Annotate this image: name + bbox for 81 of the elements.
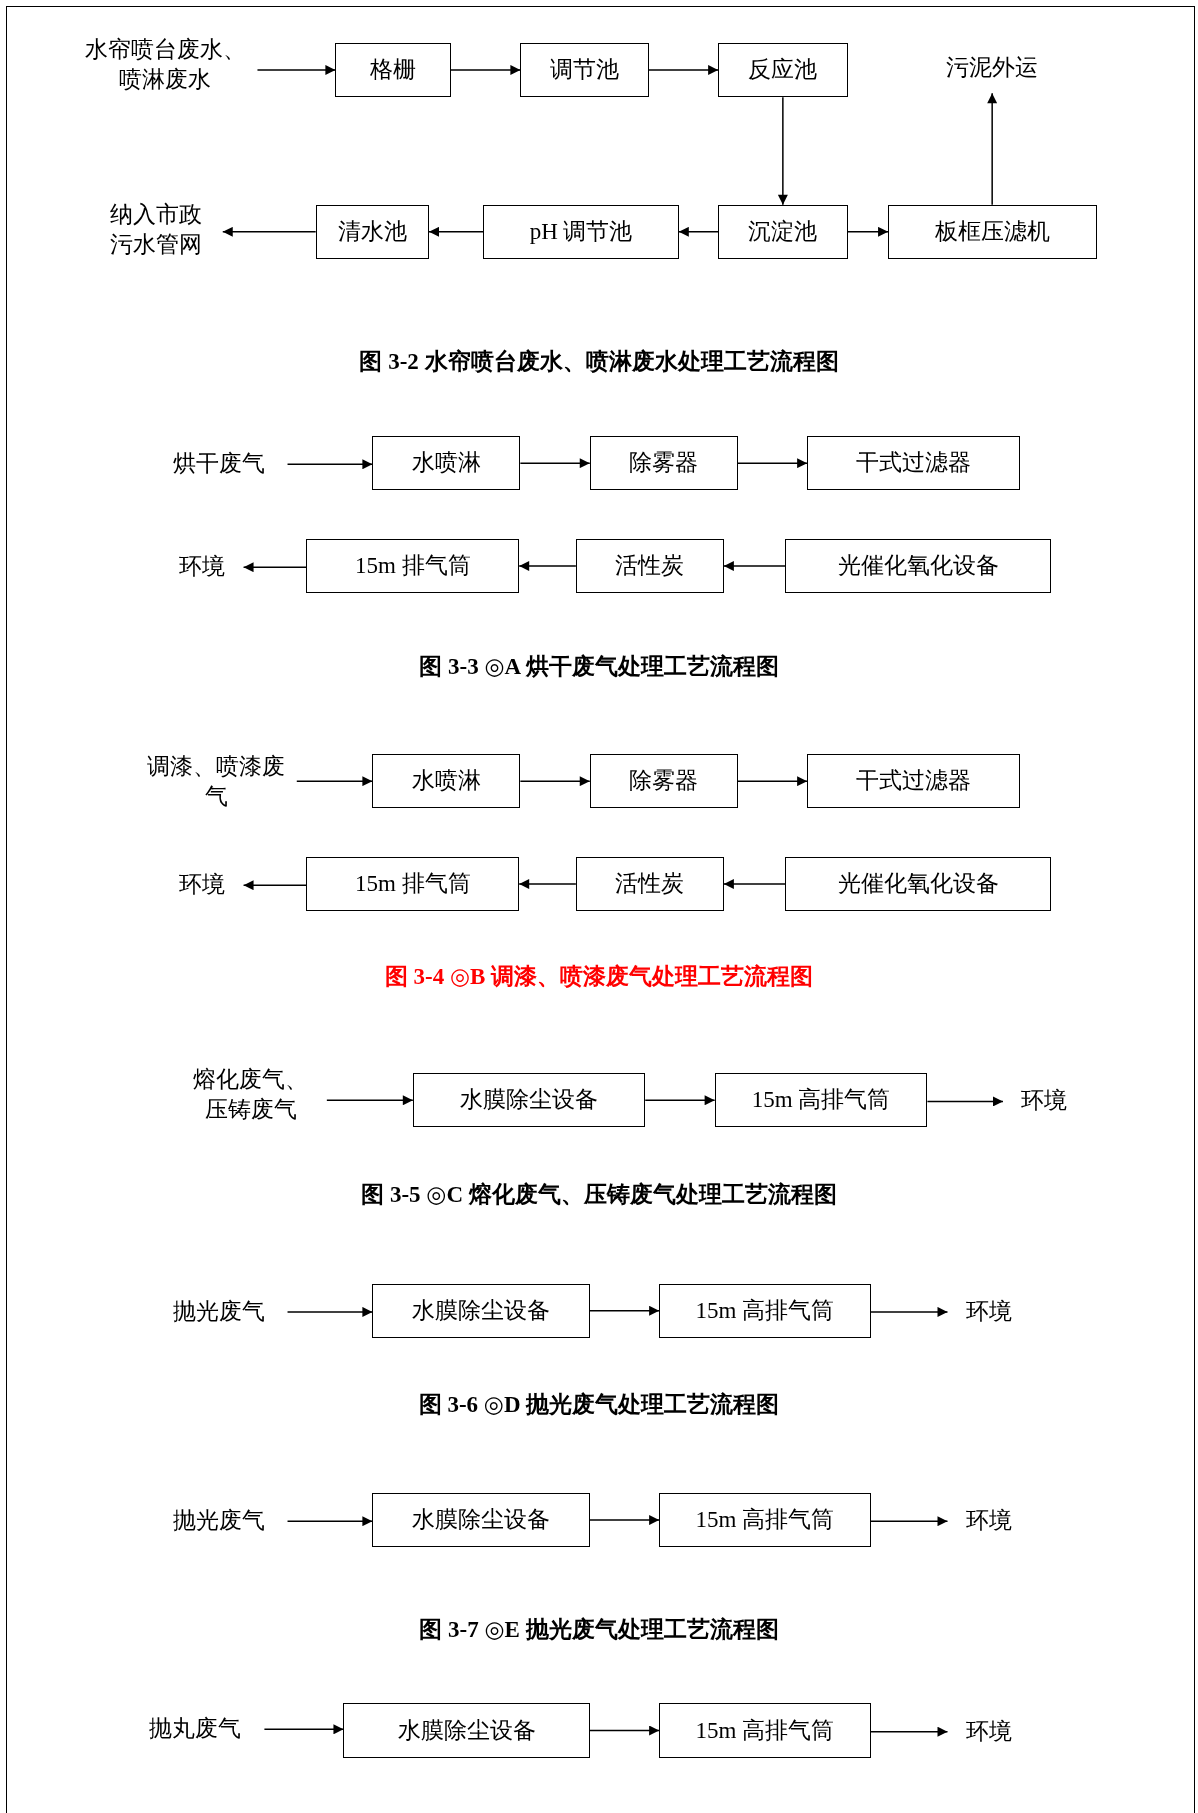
figure-caption: 图 3-5 ◎C 熔化废气、压铸废气处理工艺流程图 [360, 1180, 838, 1209]
arrow [926, 1096, 1004, 1107]
flow-text: 抛丸废气 [136, 1713, 255, 1745]
figure-caption: 图 3-4 ◎B 调漆、喷漆废气处理工艺流程图 [383, 963, 815, 992]
figure-caption: 图 3-6 ◎D 抛光废气处理工艺流程图 [417, 1391, 781, 1419]
process-box: 除雾器 [589, 435, 738, 491]
arrow [737, 776, 808, 787]
process-box: 15m 高排气筒 [659, 1703, 871, 1758]
process-box: 水膜除尘设备 [412, 1073, 646, 1128]
arrow [846, 226, 889, 237]
arrow [286, 1516, 374, 1527]
arrow [723, 879, 786, 890]
process-box: 板框压滤机 [888, 204, 1098, 259]
arrow [519, 776, 591, 787]
process-box: 除雾器 [589, 753, 738, 809]
figure-caption: 图 3-3 ◎A 烘干废气处理工艺流程图 [418, 653, 780, 682]
flow-text: 环境 [171, 869, 234, 901]
flow-text: 调漆、喷漆废气 [145, 749, 287, 816]
arrow [222, 226, 317, 237]
process-box: 水喷淋 [372, 435, 521, 491]
process-box: 反应池 [718, 42, 848, 98]
process-box: 干式过滤器 [807, 753, 1020, 809]
arrow [678, 226, 719, 237]
process-box: 15m 高排气筒 [659, 1492, 871, 1548]
process-box: 格栅 [335, 42, 451, 98]
process-box: 水膜除尘设备 [372, 1283, 590, 1338]
arrow [589, 1515, 660, 1526]
arrow [242, 880, 308, 891]
flow-text: 烘干废气 [159, 448, 278, 480]
arrow [519, 458, 591, 469]
arrow [242, 562, 308, 573]
arrow [518, 561, 577, 572]
process-box: 调节池 [520, 42, 649, 98]
process-box: 15m 排气筒 [306, 538, 520, 594]
arrow [263, 1724, 345, 1735]
process-box: 活性炭 [575, 856, 724, 912]
arrow [723, 561, 786, 572]
flow-text: 污泥外运 [934, 52, 1050, 84]
arrow [644, 1095, 716, 1106]
arrow [737, 458, 808, 469]
flow-text: 环境 [171, 551, 234, 583]
flow-text: 环境 [957, 1505, 1020, 1537]
process-box: 光催化氧化设备 [785, 856, 1052, 912]
arrow [589, 1305, 660, 1316]
process-box: 水膜除尘设备 [372, 1492, 590, 1548]
process-box: 15m 高排气筒 [659, 1283, 871, 1338]
arrow [870, 1516, 949, 1527]
flow-text: 环境 [957, 1296, 1020, 1328]
flow-text: 环境 [957, 1716, 1020, 1748]
arrow [870, 1306, 949, 1317]
process-box: 清水池 [315, 204, 429, 259]
process-box: 水喷淋 [372, 753, 521, 809]
arrow [647, 64, 719, 75]
arrow [987, 92, 998, 206]
flow-text: 熔化废气、压铸废气 [185, 1061, 317, 1129]
process-box: 光催化氧化设备 [785, 538, 1052, 594]
arrow [286, 459, 374, 470]
arrow [296, 776, 374, 787]
arrow [870, 1726, 949, 1737]
process-box: 沉淀池 [718, 204, 848, 259]
flow-text: 纳入市政污水管网 [99, 196, 213, 264]
arrow [450, 64, 522, 75]
flow-text: 抛光废气 [159, 1296, 278, 1328]
process-box: 活性炭 [575, 538, 724, 594]
process-box: 干式过滤器 [807, 435, 1020, 491]
arrow [286, 1306, 374, 1317]
process-box: 水膜除尘设备 [343, 1703, 590, 1758]
arrow [518, 879, 577, 890]
process-box: 15m 高排气筒 [714, 1073, 928, 1128]
process-box: pH 调节池 [483, 204, 679, 259]
arrow [777, 96, 788, 206]
flow-text: 环境 [1012, 1085, 1076, 1118]
figure-caption: 图 3-7 ◎E 抛光废气处理工艺流程图 [418, 1616, 780, 1645]
flow-text: 抛光废气 [159, 1505, 278, 1537]
arrow [589, 1725, 660, 1736]
arrow [428, 226, 485, 237]
arrow [256, 64, 337, 75]
process-box: 15m 排气筒 [306, 856, 520, 912]
arrow [326, 1095, 414, 1106]
flow-text: 水帘喷台废水、喷淋废水 [83, 32, 248, 99]
figure-caption: 图 3-2 水帘喷台废水、喷淋废水处理工艺流程图 [358, 347, 840, 376]
